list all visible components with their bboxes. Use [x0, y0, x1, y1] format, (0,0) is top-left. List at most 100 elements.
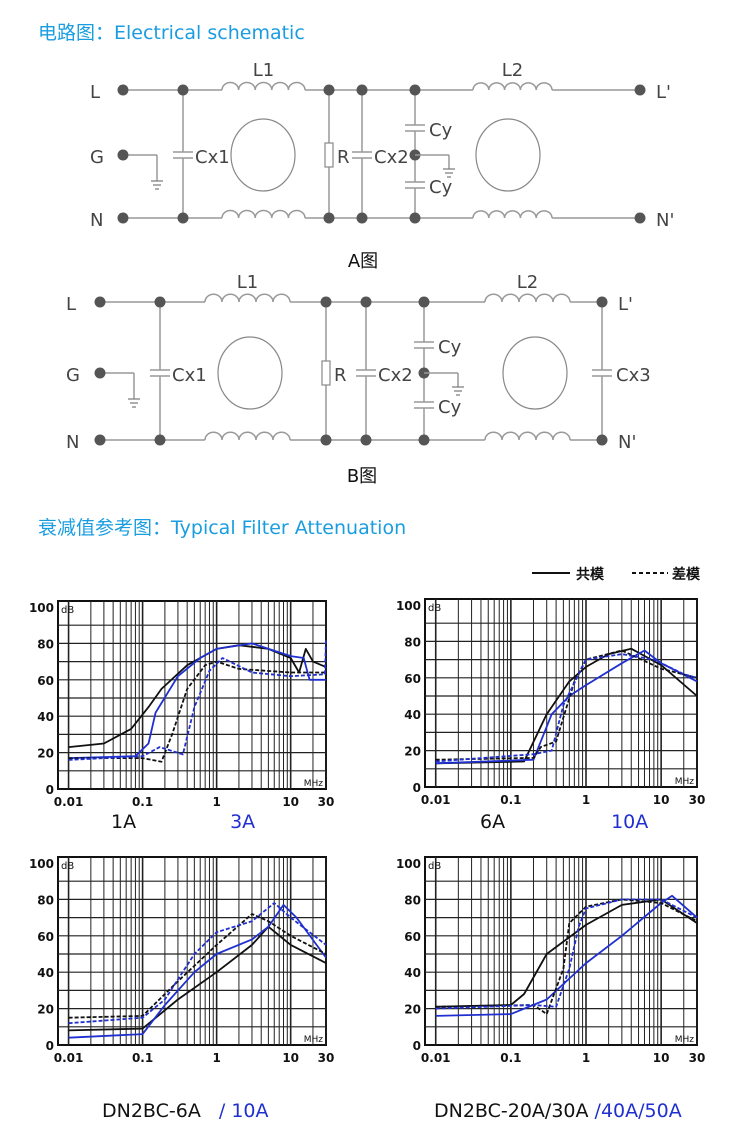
junction-dot [418, 434, 430, 446]
y-tick-label: 20 [37, 747, 54, 761]
label: G [90, 147, 104, 168]
x-tick-label: 1 [582, 1051, 590, 1065]
x-axis-label: MHz [675, 777, 695, 787]
series-line-2 [68, 904, 327, 1039]
y-axis-label: dB [61, 605, 74, 616]
junction-dot [94, 296, 106, 308]
label: Cx2 [378, 365, 413, 386]
y-tick-label: 100 [396, 599, 421, 613]
junction-dot [323, 84, 335, 96]
caption-blue: 3A [230, 811, 256, 833]
x-tick-label: 30 [318, 795, 335, 809]
junction-dot [634, 212, 646, 224]
junction-dot [596, 434, 608, 446]
inductor [221, 81, 306, 91]
junction-dot [117, 212, 129, 224]
label: Cy [429, 120, 453, 141]
junction-dot [409, 84, 421, 96]
caption-black: DN2BC-20A/30A [434, 1100, 589, 1122]
caption-black: DN2BC-6A [102, 1100, 201, 1122]
label: Cy [429, 177, 453, 198]
junction-dot [94, 367, 106, 379]
caption-blue: / 10A [212, 1100, 269, 1122]
x-tick-label: 10 [653, 1051, 670, 1065]
series-line-1 [435, 647, 698, 765]
x-tick-label: 0.01 [54, 1051, 84, 1065]
caption-black: 1A [111, 811, 137, 833]
x-tick-label: 30 [689, 793, 706, 807]
x-tick-label: 0.01 [54, 795, 84, 809]
junction-dot [634, 84, 646, 96]
label: Cx2 [374, 147, 409, 168]
y-tick-label: 60 [404, 672, 421, 686]
x-axis-label: MHz [675, 1035, 695, 1045]
series-line-4 [68, 639, 327, 761]
series-line-1 [68, 925, 327, 1032]
x-tick-label: 1 [212, 1051, 220, 1065]
schematic-title: 电路图：Electrical schematic [38, 22, 305, 44]
label: Cx3 [616, 365, 651, 386]
plot-frame [57, 856, 327, 1046]
inductor [221, 209, 306, 219]
chart-4-caption: DN2BC-20A/30A /40A/50A [434, 1100, 682, 1122]
junction-dot [154, 296, 166, 308]
x-tick-label: 10 [282, 795, 299, 809]
y-tick-label: 40 [404, 966, 421, 980]
core-ring [217, 336, 283, 410]
x-tick-label: 0.1 [132, 795, 153, 809]
x-axis-label: MHz [304, 779, 324, 789]
y-axis-label: dB [428, 603, 441, 614]
label: Cy [438, 337, 462, 358]
y-tick-label: 0 [46, 1039, 54, 1053]
junction-dot [418, 296, 430, 308]
y-tick-label: 20 [404, 1003, 421, 1017]
inductor [204, 431, 291, 441]
plot-frame [424, 856, 698, 1046]
series-line-2 [435, 649, 698, 765]
resistor [324, 142, 334, 168]
label: A图 [348, 251, 378, 272]
x-tick-label: 30 [689, 1051, 706, 1065]
caption-blue: /40A/50A [588, 1100, 682, 1122]
x-axis-label: MHz [304, 1035, 324, 1045]
label: L' [656, 82, 671, 103]
core-ring [475, 118, 541, 192]
y-tick-label: 40 [404, 708, 421, 722]
junction-dot [360, 296, 372, 308]
label: L [66, 294, 76, 315]
y-tick-label: 40 [37, 966, 54, 980]
junction-dot [177, 212, 189, 224]
junction-dot [117, 149, 129, 161]
inductor [484, 293, 571, 303]
inductor [472, 210, 553, 219]
label: L [90, 82, 100, 103]
y-axis-label: dB [428, 861, 441, 872]
label: Cx1 [195, 147, 230, 168]
label: B图 [347, 466, 377, 487]
label: R [334, 365, 347, 386]
series-line-3 [435, 649, 698, 761]
label: R [337, 147, 350, 168]
junction-dot [356, 84, 368, 96]
inductor [204, 293, 291, 303]
legend-common-mode: 共模 [576, 566, 605, 583]
label: G [66, 365, 80, 386]
label: L1 [237, 272, 258, 293]
y-tick-label: 80 [404, 893, 421, 907]
series-line-4 [435, 653, 698, 763]
core-ring [502, 336, 568, 410]
x-tick-label: 0.1 [132, 1051, 153, 1065]
x-tick-label: 0.01 [421, 1051, 451, 1065]
y-tick-label: 60 [404, 930, 421, 944]
legend-differential-mode: 差模 [672, 566, 701, 583]
junction-dot [360, 434, 372, 446]
series-line-3 [68, 913, 327, 1019]
series-line-2 [68, 642, 326, 759]
